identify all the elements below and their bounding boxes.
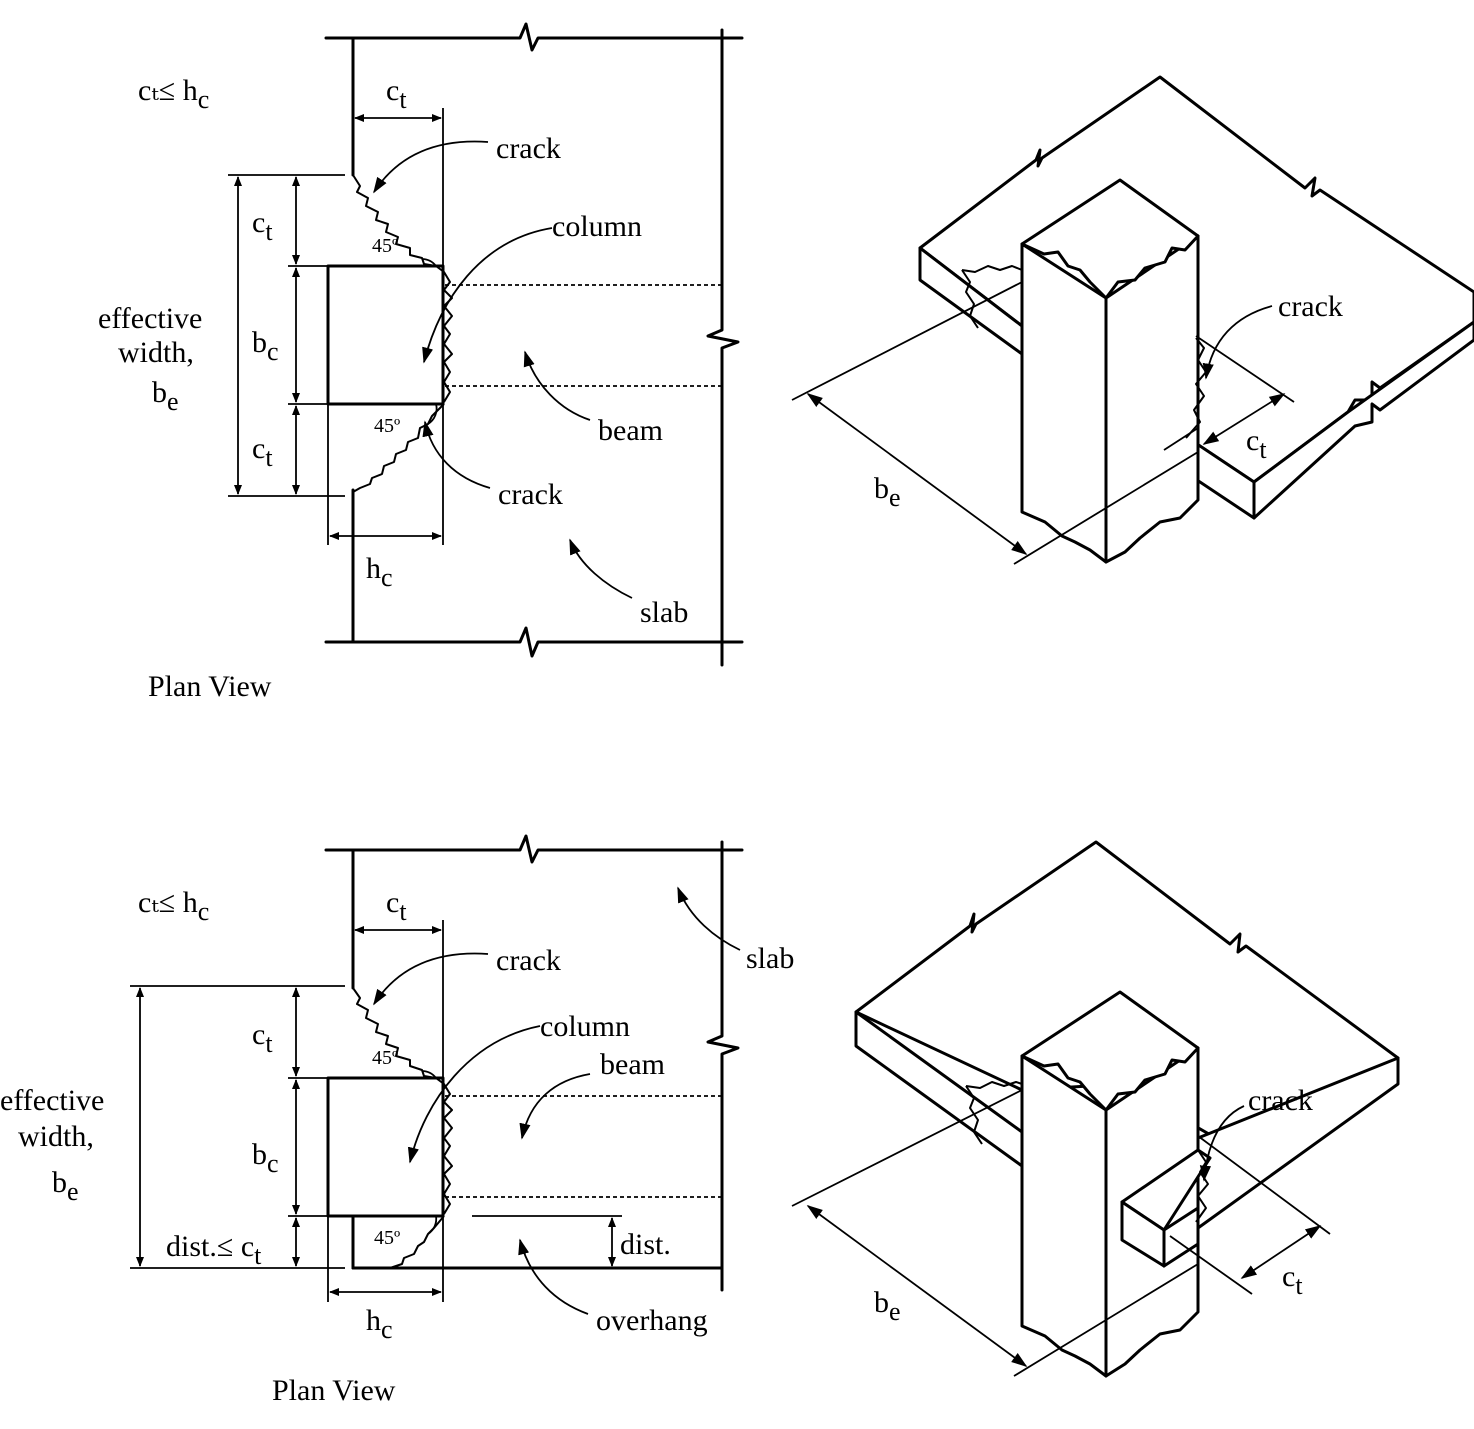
effective-width-line1: effective: [98, 302, 202, 335]
bottom-isometric-view: crack ct​ be​: [791, 840, 1400, 1378]
slab-label: slab: [746, 942, 794, 975]
iso-be-label: be​: [874, 1286, 901, 1326]
ct-upper-label: ct​: [252, 1018, 273, 1058]
leader-overhang: [518, 1238, 589, 1315]
iso-ct-ext: [1163, 335, 1295, 451]
hc-label: hc​: [366, 1304, 393, 1344]
angle-label-lower: 45º: [374, 415, 400, 437]
crack-label-lower: crack: [498, 478, 563, 511]
crack-label-upper: crack: [496, 132, 561, 165]
bc-label: bc​: [252, 1138, 279, 1178]
ct-top-label: ct​: [386, 886, 407, 926]
effective-width-symbol: be​: [152, 376, 179, 416]
iso-ct-dim: [1202, 393, 1286, 445]
column-section: [326, 264, 445, 406]
leader-crack-upper: [373, 140, 489, 194]
iso-crack-left-top: [965, 1081, 1023, 1089]
ext-lines-left: [228, 174, 345, 497]
iso-crack-label: crack: [1248, 1084, 1313, 1117]
iso-crack-left: [961, 269, 979, 329]
iso-be-dim: [806, 1205, 1028, 1367]
slab-bottom-edge: [324, 626, 744, 658]
iso-ct-ext: [1169, 1135, 1331, 1295]
ct-top-label: ct​: [386, 74, 407, 114]
iso-ct-label: ct​: [1282, 1260, 1303, 1300]
beam-side-face: [1162, 1206, 1200, 1268]
leader-slab: [677, 886, 741, 951]
ext-lines-left: [130, 985, 345, 1269]
dim-hc-ext: [327, 1216, 444, 1302]
angle-arc-upper: [421, 258, 437, 267]
iso-crack-left-top: [961, 265, 1023, 273]
slab-top-edge: [324, 834, 744, 864]
hc-label: hc​: [366, 552, 393, 592]
leader-crack-upper: [373, 952, 489, 1006]
plan-view-caption-top: Plan View: [148, 670, 272, 703]
leader-slab: [569, 538, 633, 599]
top-isometric-view: crack ct​ be​: [791, 75, 1474, 565]
effective-width-line2: width,: [18, 1120, 94, 1153]
dist-condition-label: dist.≤ ct​: [166, 1230, 262, 1270]
iso-be-ext: [791, 1089, 1199, 1377]
iso-crack-right: [1185, 337, 1207, 439]
overhang-label: overhang: [596, 1304, 708, 1337]
condition-label: cₜ≤ hc​: [138, 74, 209, 114]
bc-label: bc​: [252, 326, 279, 366]
effective-width-line2: width,: [118, 336, 194, 369]
column-top-face: [1020, 178, 1200, 300]
condition-label: cₜ≤ hc​: [138, 886, 209, 926]
ct-lower-label: ct​: [252, 432, 273, 472]
iso-leader-crack: [1202, 305, 1273, 380]
angle-label-lower: 45º: [374, 1227, 400, 1249]
iso-ct-dim: [1240, 1225, 1322, 1279]
iso-be-label: be​: [874, 472, 901, 512]
column-label: column: [540, 1010, 630, 1043]
iso-be-dim: [806, 393, 1028, 555]
dist-label: dist.: [620, 1228, 671, 1261]
slab-right-break-line: [706, 28, 740, 667]
beam-label: beam: [600, 1048, 665, 1081]
beam-label: beam: [598, 414, 663, 447]
crack-label-upper: crack: [496, 944, 561, 977]
effective-width-symbol: be​: [52, 1166, 79, 1206]
column-side-face: [1104, 234, 1200, 564]
top-plan-view: cₜ≤ hc​ ct​ crack column 45º 45º ct​ bc​…: [98, 22, 744, 703]
leader-column: [422, 227, 553, 364]
iso-be-ext: [791, 281, 1199, 565]
column-front-face: [1020, 242, 1108, 564]
angle-label-upper: 45º: [372, 235, 398, 257]
dim-hc-ext: [327, 404, 444, 545]
slab-right-break-line: [706, 840, 740, 1292]
crack-upper-line: [352, 174, 453, 403]
angle-label-upper: 45º: [372, 1047, 398, 1069]
leader-column: [407, 1025, 541, 1164]
crack-upper-line: [352, 987, 453, 1215]
leader-crack-lower: [422, 420, 491, 489]
leader-beam: [523, 350, 591, 421]
plan-view-caption-bottom: Plan View: [272, 1374, 396, 1407]
angle-arc-upper: [421, 1070, 437, 1079]
leader-beam: [519, 1073, 591, 1140]
angle-arc-lower: [427, 1215, 438, 1235]
iso-crack-label: crack: [1278, 290, 1343, 323]
slab-label: slab: [640, 596, 688, 629]
slab-top-edge: [324, 22, 744, 52]
iso-ct-label: ct​: [1246, 424, 1267, 464]
column-top-face: [1020, 990, 1200, 1112]
ct-upper-label: ct​: [252, 206, 273, 246]
column-section: [326, 1076, 445, 1218]
column-label: column: [552, 210, 642, 243]
bottom-plan-view: cₜ≤ hc​ ct​ crack slab column beam 45º 4…: [0, 834, 794, 1407]
iso-leader-crack: [1199, 1105, 1245, 1182]
effective-width-line1: effective: [0, 1084, 104, 1117]
